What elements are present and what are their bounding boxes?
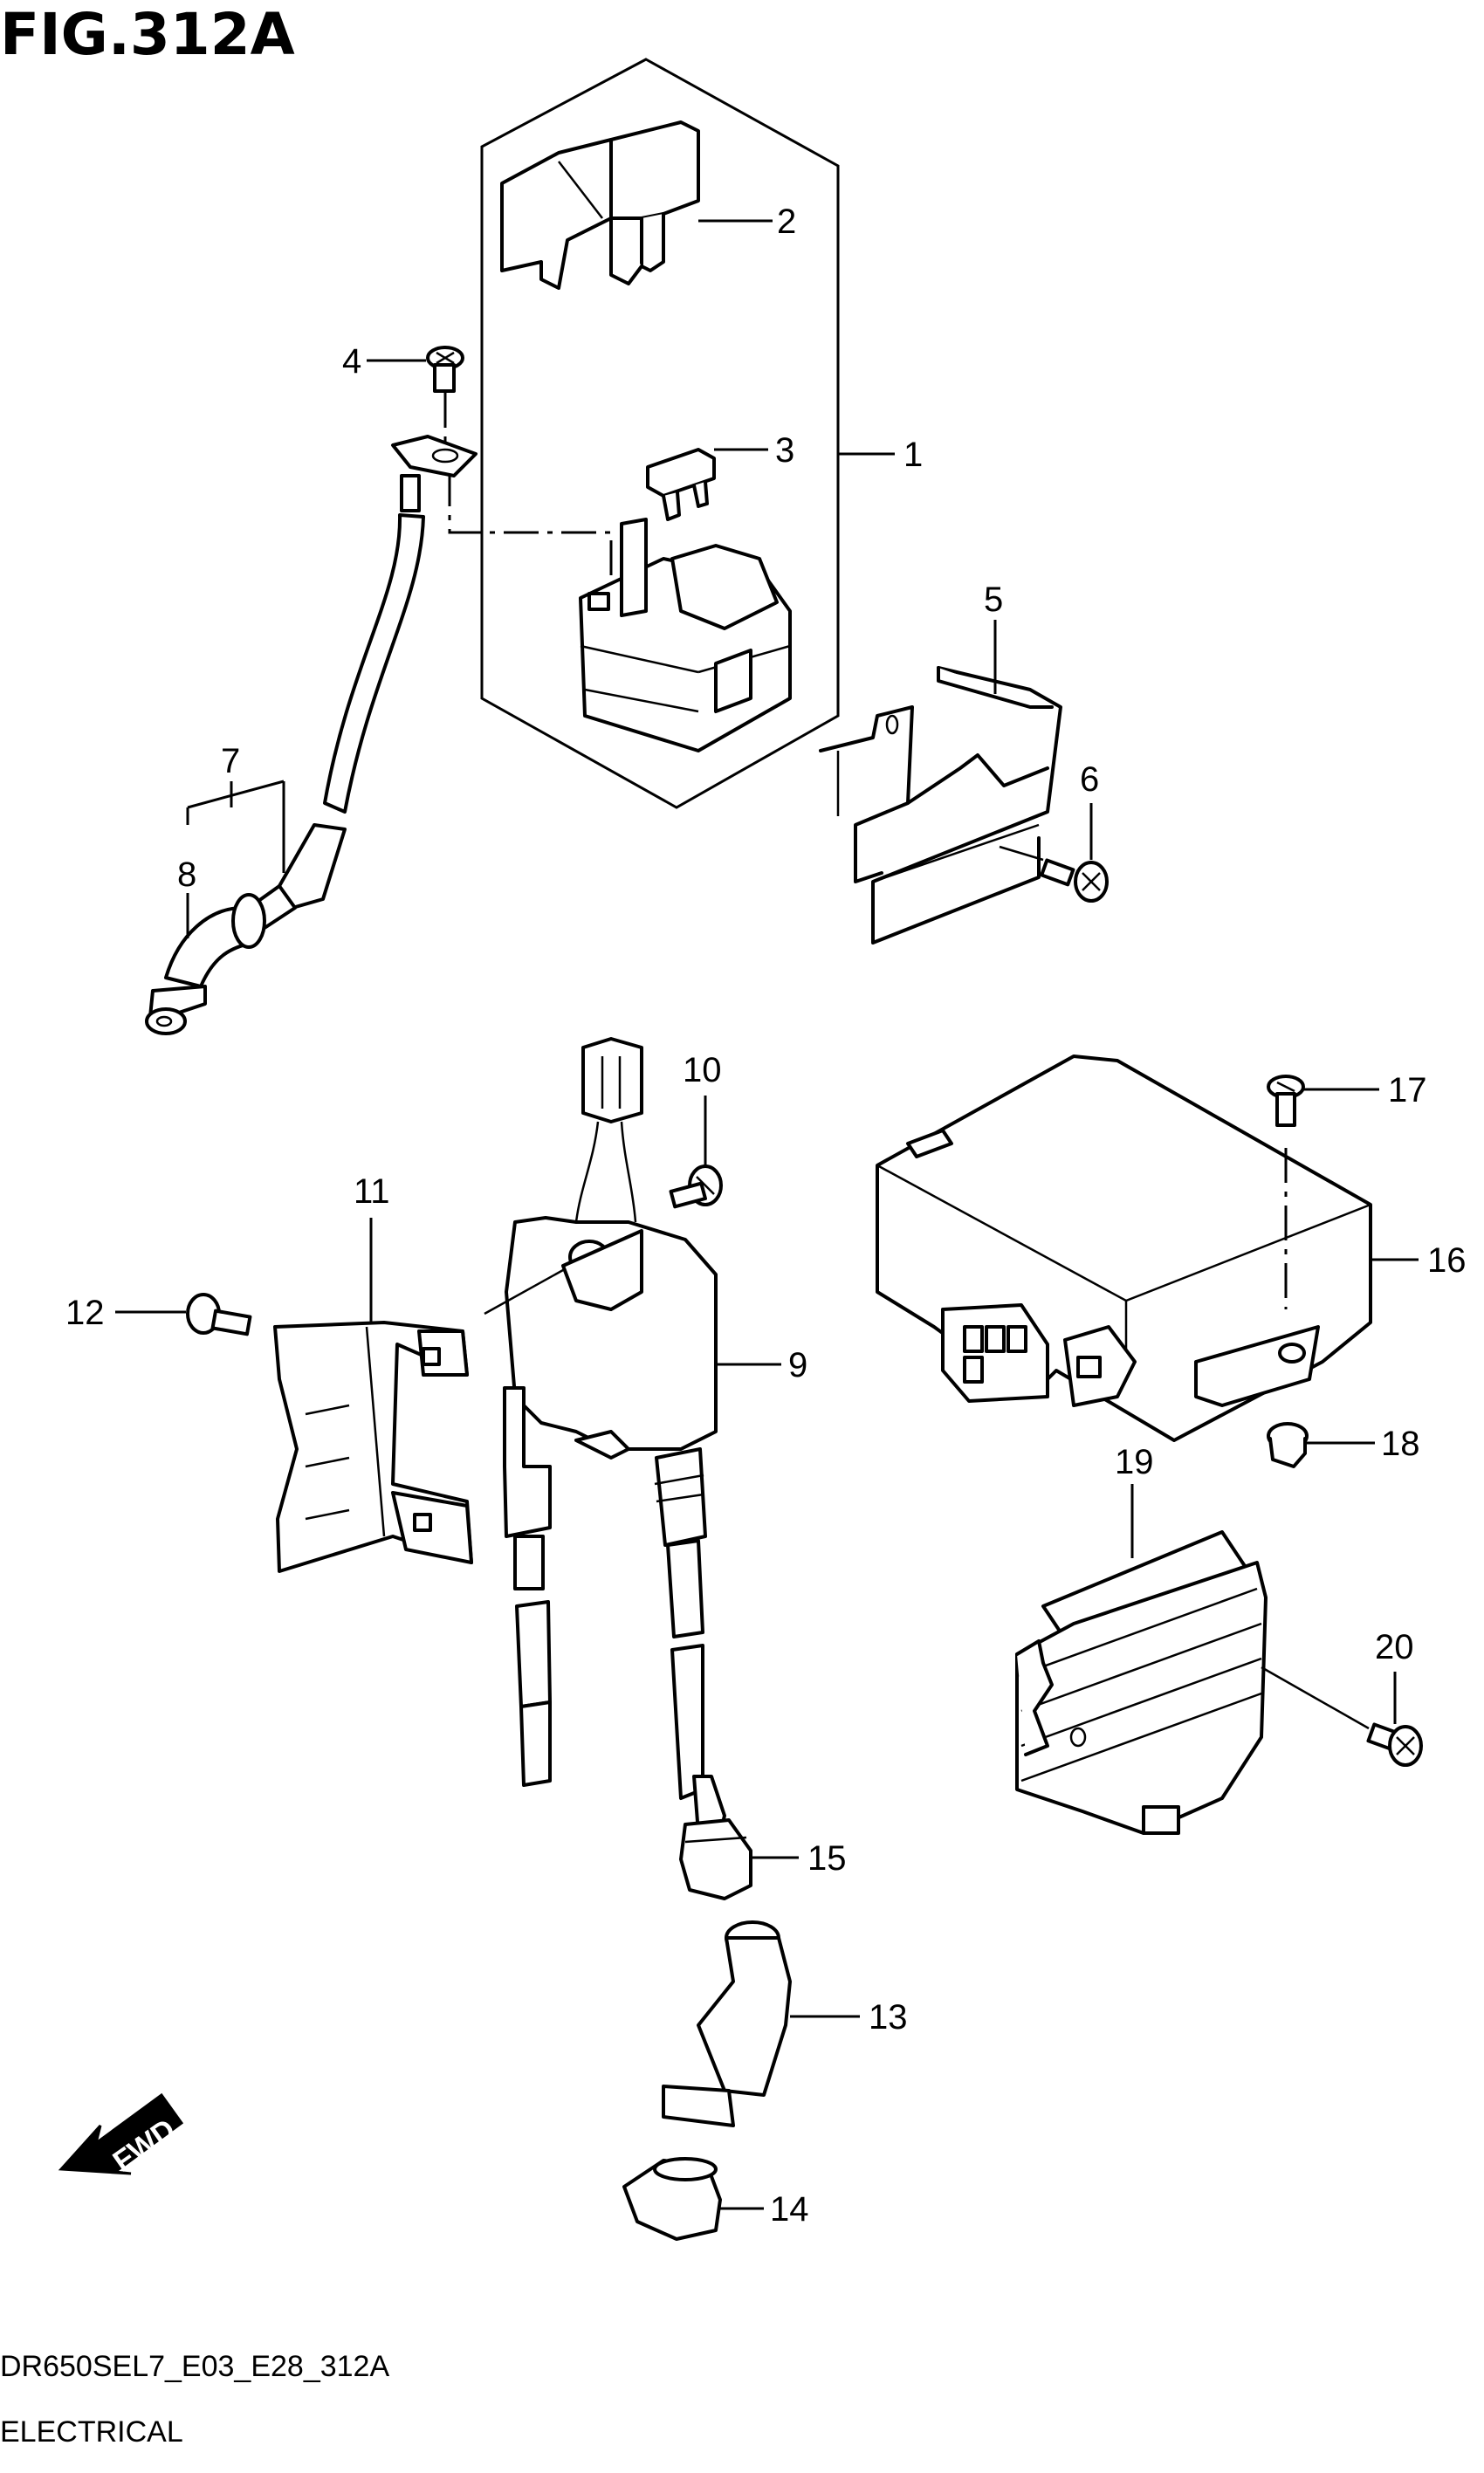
callout-2[interactable]: 2 xyxy=(777,203,796,241)
callout-18[interactable]: 18 xyxy=(1381,1425,1420,1463)
callout-17[interactable]: 17 xyxy=(1388,1071,1427,1109)
callout-4[interactable]: 4 xyxy=(342,342,361,381)
callout-16[interactable]: 16 xyxy=(1427,1241,1467,1280)
callout-8[interactable]: 8 xyxy=(177,855,196,894)
spark-plug-boot[interactable] xyxy=(662,1920,792,2127)
callout-10[interactable]: 10 xyxy=(683,1051,722,1089)
callout-15[interactable]: 15 xyxy=(807,1839,847,1878)
fwd-arrow-icon: FWD xyxy=(58,2092,184,2179)
callout-12[interactable]: 12 xyxy=(65,1294,105,1332)
coil-bracket[interactable] xyxy=(273,1321,473,1573)
section-name: ELECTRICAL xyxy=(0,2415,183,2449)
nut-18[interactable] xyxy=(1267,1422,1309,1468)
ecm-unit[interactable] xyxy=(876,1054,1372,1442)
callout-7[interactable]: 7 xyxy=(221,742,240,780)
starter-relay-body[interactable] xyxy=(579,518,792,752)
figure-code: DR650SEL7_E03_E28_312A xyxy=(0,2350,389,2383)
callout-20[interactable]: 20 xyxy=(1375,1628,1414,1666)
callout-14[interactable]: 14 xyxy=(770,2190,809,2229)
callout-13[interactable]: 13 xyxy=(869,1998,908,2037)
regulator-rectifier[interactable] xyxy=(1015,1530,1268,1835)
figure-title: FIG.312A xyxy=(0,1,295,68)
callout-9[interactable]: 9 xyxy=(788,1346,807,1384)
screw-17[interactable] xyxy=(1267,1075,1305,1127)
spark-plug-cap[interactable] xyxy=(679,1775,752,1900)
bolt-12[interactable] xyxy=(186,1293,252,1336)
fuse[interactable] xyxy=(646,448,716,521)
bolt-20[interactable] xyxy=(1366,1722,1423,1767)
spark-plug-seal[interactable] xyxy=(622,2157,722,2241)
relay-assembly-outline xyxy=(480,58,840,809)
relay-bracket[interactable] xyxy=(819,666,1062,945)
bolt-6[interactable] xyxy=(1040,858,1109,903)
callout-11[interactable]: 11 xyxy=(354,1172,390,1211)
callout-1[interactable]: 1 xyxy=(903,436,923,474)
bolt-10[interactable] xyxy=(669,1164,723,1209)
callout-3[interactable]: 3 xyxy=(775,431,794,470)
callout-5[interactable]: 5 xyxy=(984,580,1003,619)
callout-19[interactable]: 19 xyxy=(1115,1443,1154,1481)
relay-cover[interactable] xyxy=(500,120,700,290)
ignition-coil[interactable] xyxy=(503,1037,718,1638)
battery-lead-wire[interactable] xyxy=(145,435,477,1035)
callout-6[interactable]: 6 xyxy=(1080,760,1099,799)
bolt-4[interactable] xyxy=(426,346,464,393)
